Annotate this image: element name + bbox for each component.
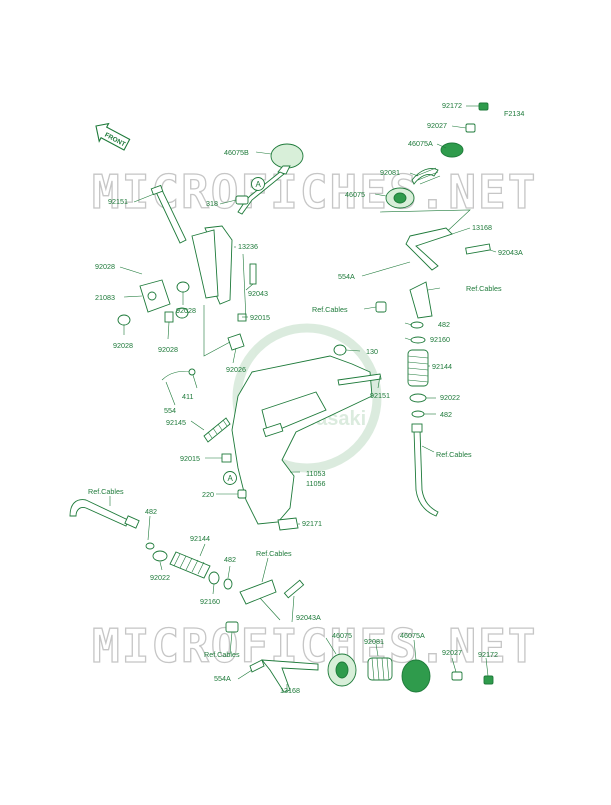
label-ref-cables-l3: Ref.Cables [204,650,240,659]
label-46075-bot: 46075 [332,631,352,640]
leader-lines [109,105,497,690]
label-46075b: 46075B [224,148,249,157]
label-ref-cables-r3: Ref.Cables [436,450,472,459]
callout-a-top-letter: A [256,180,262,189]
label-11056: 11056 [306,479,325,488]
label-92027-top: 92027 [427,121,447,130]
label-482-l1: 482 [145,507,157,516]
label-ref-cables-l1: Ref.Cables [88,487,124,496]
label-92081-bot: 92081 [364,637,384,646]
label-92027-bot: 92027 [442,648,462,657]
label-482-r2: 482 [440,410,452,419]
label-411: 411 [182,392,193,401]
label-92144-l: 92144 [190,534,210,543]
label-92160-l: 92160 [200,597,220,606]
label-11053: 11053 [306,469,325,478]
label-ref-cables-r2: Ref.Cables [312,305,348,314]
label-92015-bot: 92015 [180,454,200,463]
label-ref-cables-r1: Ref.Cables [466,284,502,293]
label-92028-c: 92028 [113,341,133,350]
label-92043: 92043 [248,289,268,298]
label-92022-l: 92022 [150,573,170,582]
label-92028-d: 92028 [158,345,178,354]
shift-lever-assembly: A [117,143,304,381]
label-92172-bot: 92172 [478,650,498,659]
label-92026: 92026 [226,365,246,374]
right-pedal-stack [375,102,491,517]
label-13168-bot: 13168 [280,686,300,695]
label-92028-a: 92028 [95,262,115,271]
label-46075-top: 46075 [345,190,365,199]
label-92172-top: 92172 [442,101,462,110]
front-arrow-icon: FRONT [95,122,131,151]
label-482-r1: 482 [438,320,450,329]
part-labels: F2134 92172 92027 46075A 46075B 92081 46… [88,101,524,695]
label-318: 318 [206,199,218,208]
label-554a-top: 554A [338,272,355,281]
label-554a-bot: 554A [214,674,231,683]
label-92015-top: 92015 [250,313,270,322]
label-92022-r: 92022 [440,393,460,402]
label-92081-top: 92081 [380,168,400,177]
label-46075a-bot: 46075A [400,631,425,640]
label-ref-cables-l2: Ref.Cables [256,549,292,558]
label-92151-left: 92151 [108,197,128,206]
label-92144-r: 92144 [432,362,452,371]
label-92151-right: 92151 [370,391,390,400]
left-pedal-stack [69,499,494,693]
label-220: 220 [202,490,214,499]
label-92160-r: 92160 [430,335,450,344]
label-92171: 92171 [302,519,322,528]
label-46075a-top: 46075A [408,139,433,148]
label-92145: 92145 [166,418,186,427]
callout-a-bottom [223,471,237,485]
label-21083: 21083 [95,293,115,302]
label-92028-b: 92028 [176,306,196,315]
knob-46075b [270,143,304,169]
diagram-code: F2134 [504,109,524,118]
label-92043a-bot: 92043A [296,613,321,622]
callout-a-top [251,177,265,191]
label-13168-top: 13168 [472,223,492,232]
callout-a-bottom-letter: A [228,474,234,483]
main-pedal-plate: A [203,344,382,531]
label-482-l2: 482 [224,555,236,564]
label-92043a-top: 92043A [498,248,523,257]
label-130: 130 [366,347,378,356]
label-13236: 13236 [238,242,258,251]
label-554: 554 [164,406,176,415]
